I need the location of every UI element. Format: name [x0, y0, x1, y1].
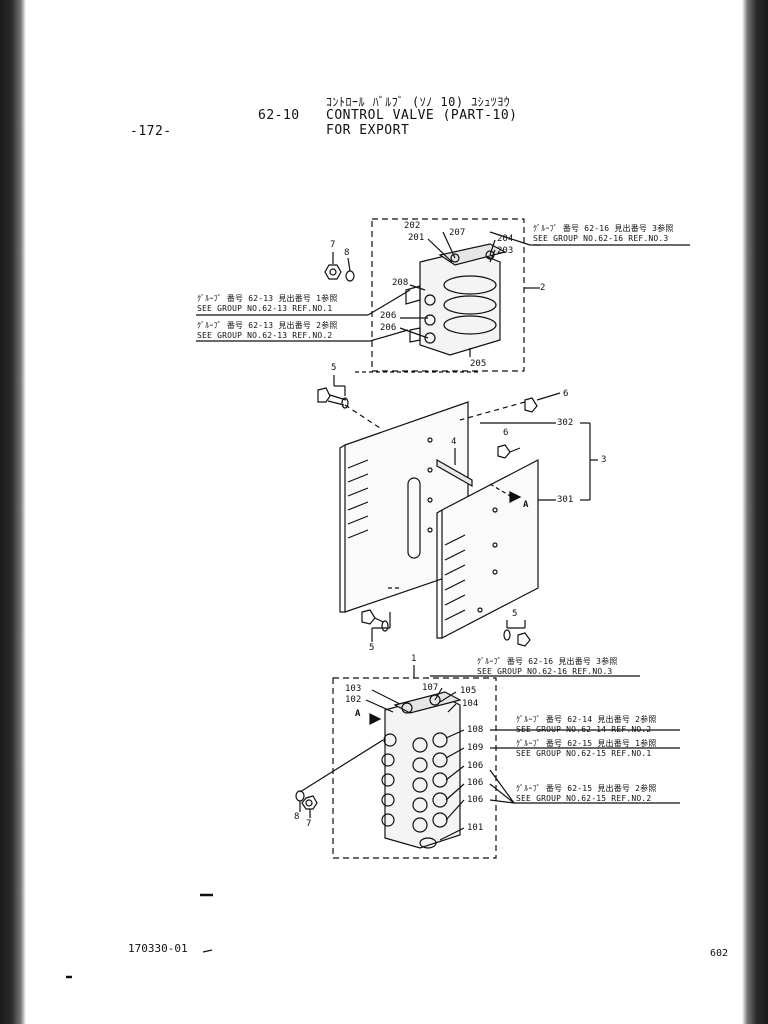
ref-62-16-mid-en: SEE GROUP NO.62-16 REF.NO.3 [477, 667, 613, 676]
callout-106-c: 106 [467, 795, 484, 805]
nut-7-upper [324, 264, 342, 280]
ref-62-15-1-en: SEE GROUP NO.62-15 REF.NO.1 [516, 749, 652, 758]
callout-208: 208 [392, 278, 409, 288]
callout-1: 1 [411, 654, 417, 664]
callout-6-upper: 6 [563, 389, 569, 399]
title-line1: CONTROL VALVE (PART-10) [326, 108, 518, 123]
callout-109: 109 [467, 743, 484, 753]
callout-106-a: 106 [467, 761, 484, 771]
upper-control-valve [405, 243, 507, 356]
callout-8-upper: 8 [344, 248, 350, 258]
title-line2: FOR EXPORT [326, 123, 410, 138]
ref-62-14-2-jp: ｸﾞﾙｰﾌﾟ 番号 62-14 見出番号 2参照 [516, 715, 657, 724]
pin-4 [436, 458, 473, 488]
bolt-6-middle [497, 444, 521, 459]
lower-control-valve [381, 691, 462, 849]
callout-205: 205 [470, 359, 487, 369]
ref-62-15-2-jp: ｸﾞﾙｰﾌﾟ 番号 62-15 見出番号 2参照 [516, 784, 657, 793]
callout-201: 201 [408, 233, 425, 243]
arrow-a-middle: A [523, 500, 529, 510]
plate-301 [436, 459, 539, 639]
callout-5-upper: 5 [331, 363, 337, 373]
ref-62-13-1-en: SEE GROUP NO.62-13 REF.NO.1 [197, 304, 333, 313]
callout-3: 3 [601, 455, 607, 465]
callout-203: 203 [497, 246, 514, 256]
bolt-5-upper [317, 387, 349, 409]
callout-207: 207 [449, 228, 466, 238]
callout-5-lower-left: 5 [369, 643, 375, 653]
ref-62-13-2-jp: ｸﾞﾙｰﾌﾟ 番号 62-13 見出番号 2参照 [197, 321, 338, 330]
arrow-a-lower: A [355, 709, 361, 719]
washer-8-upper [345, 270, 355, 282]
callout-7-lower: 7 [306, 819, 312, 829]
callout-5-lower-right: 5 [512, 609, 518, 619]
callout-104: 104 [462, 699, 479, 709]
ref-62-14-2-en: SEE GROUP NO.62-14 REF.NO.2 [516, 725, 652, 734]
ref-62-15-1-jp: ｸﾞﾙｰﾌﾟ 番号 62-15 見出番号 1参照 [516, 739, 657, 748]
callout-106-b: 106 [467, 778, 484, 788]
callout-206-b: 206 [380, 323, 397, 333]
callout-8-lower: 8 [294, 812, 300, 822]
callout-301: 301 [557, 495, 574, 505]
group-number: 62-10 [258, 108, 300, 123]
scan-edge-left [0, 0, 26, 1024]
scan-edge-right [742, 0, 768, 1024]
ref-62-15-2-en: SEE GROUP NO.62-15 REF.NO.2 [516, 794, 652, 803]
callout-302: 302 [557, 418, 574, 428]
callout-102: 102 [345, 695, 362, 705]
upper-valve-dashed-frame [371, 218, 525, 372]
callout-105: 105 [460, 686, 477, 696]
callout-2: 2 [540, 283, 546, 293]
page-number: -172- [130, 124, 172, 139]
ref-62-16-top-jp: ｸﾞﾙｰﾌﾟ 番号 62-16 見出番号 3参照 [533, 224, 674, 233]
washer-8-lower [295, 790, 305, 802]
callout-108: 108 [467, 725, 484, 735]
callout-101: 101 [467, 823, 484, 833]
ref-62-13-1-jp: ｸﾞﾙｰﾌﾟ 番号 62-13 見出番号 1参照 [197, 294, 338, 303]
callout-107: 107 [422, 683, 439, 693]
callout-204: 204 [497, 234, 514, 244]
callout-7-upper: 7 [330, 240, 336, 250]
bolt-6-upper [459, 397, 538, 421]
nut-7-lower [301, 795, 318, 810]
corner-code: 602 [710, 948, 729, 959]
callout-206-a: 206 [380, 311, 397, 321]
ref-62-13-2-en: SEE GROUP NO.62-13 REF.NO.2 [197, 331, 333, 340]
drawing-number: 170330-01 [128, 942, 188, 955]
callout-6-middle: 6 [503, 428, 509, 438]
ref-62-16-mid-jp: ｸﾞﾙｰﾌﾟ 番号 62-16 見出番号 3参照 [477, 657, 618, 666]
bolt-5-lower-left [361, 609, 389, 632]
callout-4: 4 [451, 437, 457, 447]
title-katakana: ｺﾝﾄﾛｰﾙ ﾊﾞﾙﾌﾞ (ｿﾉ 10) ﾕｼｭﾂﾖｳ [326, 95, 511, 109]
bolt-5-lower-right [503, 629, 531, 647]
callout-202: 202 [404, 221, 421, 231]
callout-103: 103 [345, 684, 362, 694]
ref-62-16-top-en: SEE GROUP NO.62-16 REF.NO.3 [533, 234, 669, 243]
